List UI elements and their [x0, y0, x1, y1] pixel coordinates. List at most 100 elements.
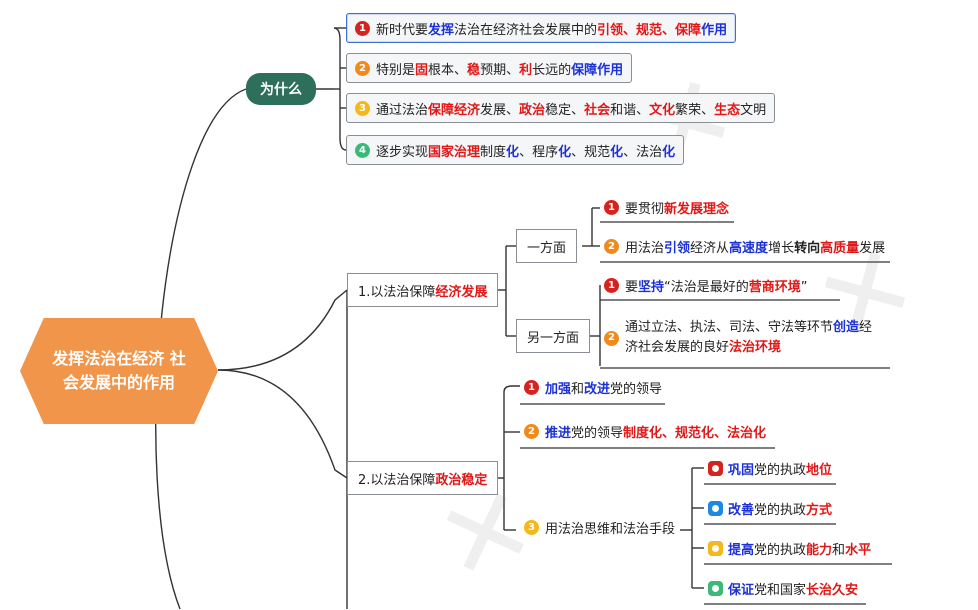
text-run: 保障作用: [571, 62, 624, 78]
text-run: 发挥: [428, 22, 455, 38]
text-run: 要贯彻: [625, 202, 665, 217]
node-text: 逐步实现国家治理制度化、程序化、规范化、法治化: [376, 141, 675, 160]
text-run: 巩固: [728, 463, 755, 478]
text-run: 、规范: [571, 144, 611, 160]
text-run: 水平: [845, 543, 872, 558]
text-run: 国家治理: [428, 144, 481, 160]
text-run: 和: [832, 543, 846, 558]
on-other-hand-topic[interactable]: 另一方面: [516, 319, 591, 353]
text-run: 党和国家: [754, 583, 807, 598]
node-text: 新时代要发挥法治在经济社会发展中的引领、规范、保障作用: [376, 19, 727, 38]
text-run: 特别是: [376, 62, 416, 78]
number-badge-4: 4: [355, 142, 370, 158]
text-run: 1.以法治保障: [358, 284, 436, 300]
number-badge-2: 2: [604, 330, 619, 346]
text-run: 文明: [740, 102, 767, 118]
on-other-hand-label: 另一方面: [527, 330, 580, 346]
number-badge-2: 2: [355, 60, 370, 76]
text-run: 创造: [833, 320, 860, 335]
text-run: 地位: [806, 463, 833, 478]
text-run: 文化: [649, 102, 676, 118]
root-topic-label: 发挥法治在经济 社会发展中的作用: [52, 349, 186, 392]
text-run: 用法治: [625, 241, 665, 256]
text-run: 发展、: [480, 102, 520, 118]
text-run: 保障经济: [428, 102, 481, 118]
why-item-2[interactable]: 2 特别是固根本、稳预期、利长远的保障作用: [346, 53, 633, 83]
text-run: 引领、规范、保障: [597, 22, 702, 38]
text-run: 加强: [545, 382, 572, 397]
why-item-1[interactable]: 1 新时代要发挥法治在经济社会发展中的引领、规范、保障作用: [346, 13, 737, 43]
means-item-2[interactable]: 改善党的执政方式: [706, 499, 832, 518]
politics-topic[interactable]: 2.以法治保障政治稳定: [347, 461, 499, 495]
text-run: 预期、: [480, 62, 520, 78]
number-badge-1: 1: [524, 380, 539, 395]
text-run: 引领: [664, 241, 691, 256]
text-run: 经济发展: [435, 284, 488, 300]
text-run: 化: [506, 144, 520, 160]
text-run: ”: [800, 280, 808, 295]
text-run: 高速度: [729, 241, 769, 256]
text-run: 党的领导: [571, 426, 624, 441]
text-run: 长远的: [532, 62, 572, 78]
node-text: 要贯彻新发展理念: [625, 198, 729, 217]
text-run: 转向: [794, 241, 821, 256]
text-run: 利: [519, 62, 533, 78]
text-run: 经济从: [690, 241, 730, 256]
node-text: 通过法治保障经济发展、政治稳定、社会和谐、文化繁荣、生态文明: [376, 99, 766, 118]
why-item-3[interactable]: 3 通过法治保障经济发展、政治稳定、社会和谐、文化繁荣、生态文明: [346, 93, 776, 123]
politics-means[interactable]: 3 用法治思维和法治手段: [522, 518, 675, 537]
node-text: 改善党的执政方式: [728, 499, 832, 518]
node-text: 推进党的领导制度化、规范化、法治化: [545, 422, 766, 441]
text-run: 党的执政: [754, 463, 807, 478]
text-run: 改进: [584, 382, 611, 397]
text-run: 能力: [806, 543, 833, 558]
text-run: “法治是最好的: [664, 280, 749, 295]
politics-item-2[interactable]: 2 推进党的领导制度化、规范化、法治化: [522, 422, 766, 441]
blue-bullet-icon: [708, 501, 723, 516]
node-text: 提高党的执政能力和水平: [728, 539, 871, 558]
number-badge-2: 2: [524, 424, 539, 439]
number-badge-3: 3: [355, 100, 370, 116]
root-topic[interactable]: 发挥法治在经济 社会发展中的作用: [20, 318, 218, 424]
means-item-3[interactable]: 提高党的执政能力和水平: [706, 539, 871, 558]
text-run: 营商环境: [748, 280, 801, 295]
number-badge-2: 2: [604, 239, 619, 254]
why-topic[interactable]: 为什么: [246, 73, 316, 105]
text-run: 作用: [701, 22, 728, 38]
means-item-1[interactable]: 巩固党的执政地位: [706, 459, 832, 478]
means-item-4[interactable]: 保证党和国家长治久安: [706, 579, 858, 598]
text-run: 长治久安: [806, 583, 859, 598]
economy-topic[interactable]: 1.以法治保障经济发展: [347, 273, 499, 307]
yellow-bullet-icon: [708, 541, 723, 556]
text-run: 推进: [545, 426, 572, 441]
node-text: 特别是固根本、稳预期、利长远的保障作用: [376, 59, 623, 78]
green-bullet-icon: [708, 581, 723, 596]
node-text: 保证党和国家长治久安: [728, 579, 858, 598]
text-run: 、法治: [623, 144, 663, 160]
text-run: 要: [625, 280, 639, 295]
text-run: 稳: [467, 62, 481, 78]
text-run: 制度化、规范化、法治化: [623, 426, 767, 441]
number-badge-1: 1: [355, 20, 370, 36]
text-run: 党的执政: [754, 543, 807, 558]
node-text: 巩固党的执政地位: [728, 459, 832, 478]
text-run: 制度: [480, 144, 507, 160]
on-one-hand-label: 一方面: [527, 240, 567, 256]
text-run: 通过法治: [376, 102, 429, 118]
text-run: 2.以法治保障: [358, 472, 436, 488]
text-run: 化: [662, 144, 676, 160]
text-run: 政治: [519, 102, 546, 118]
text-run: 根本、: [428, 62, 468, 78]
text-run: 增长: [768, 241, 795, 256]
text-run: 社会: [584, 102, 611, 118]
node-text: 1.以法治保障经济发展: [358, 281, 487, 300]
on-one-hand-topic[interactable]: 一方面: [516, 229, 578, 263]
text-run: 坚持: [638, 280, 665, 295]
text-run: 法治环境: [729, 340, 782, 355]
